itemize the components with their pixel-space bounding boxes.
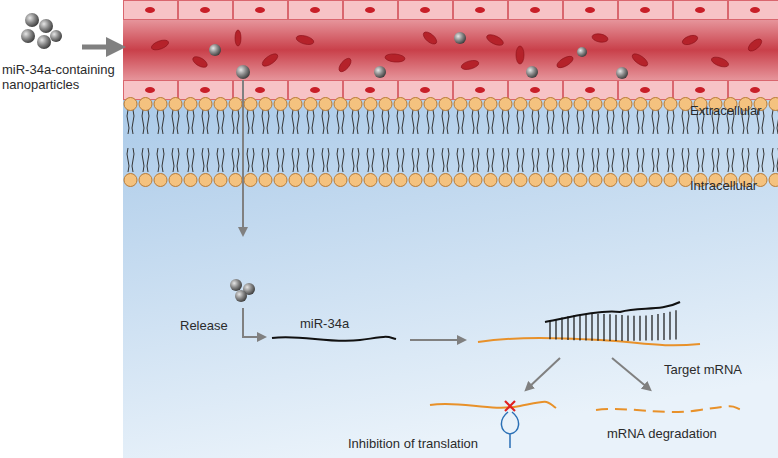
outcome-label: mRNA degradation (607, 426, 717, 441)
step-label: Release (180, 318, 228, 333)
molecule-label: Target mRNA (664, 362, 742, 377)
region-label: Extracellular (690, 103, 762, 118)
molecule-label: miR-34a (300, 316, 349, 331)
nanoparticle-label: miR-34a-containing nanoparticles (2, 62, 126, 92)
region-label: Intracellular (690, 178, 757, 193)
outcome-label: Inhibition of translation (348, 436, 478, 451)
